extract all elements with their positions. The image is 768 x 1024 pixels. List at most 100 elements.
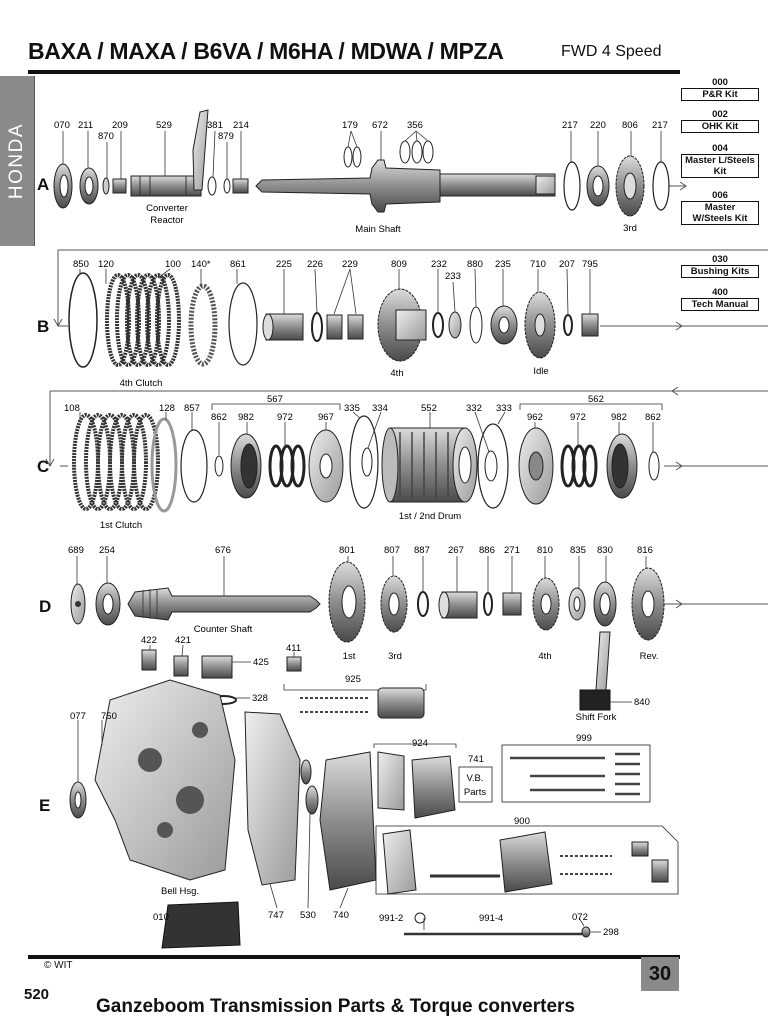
- side-tab: HONDA: [0, 76, 35, 246]
- part-number: 010: [153, 912, 169, 923]
- part-number: 972: [570, 412, 586, 423]
- part-number: 229: [342, 259, 358, 270]
- part-number: 225: [276, 259, 292, 270]
- part-number: 425: [253, 657, 269, 668]
- part-number: 209: [112, 120, 128, 131]
- row-c-part-numbers: 108 128 857 567 862 982 972 967 335 334 …: [64, 394, 661, 423]
- part-number: 806: [622, 120, 638, 131]
- part-number: 070: [54, 120, 70, 131]
- part-number: 925: [345, 674, 361, 685]
- row-label-a: A: [37, 175, 50, 194]
- part-number: 710: [530, 259, 546, 270]
- row-b-leaders: [79, 268, 591, 316]
- row-label-d: D: [39, 597, 52, 616]
- caption-parts: Parts: [464, 787, 486, 798]
- caption-drum: 1st / 2nd Drum: [399, 511, 461, 522]
- caption-counter-shaft: Counter Shaft: [194, 624, 253, 635]
- part-number: 879: [218, 131, 234, 142]
- part-number: 887: [414, 545, 430, 556]
- part-number: 562: [588, 394, 604, 405]
- part-number: 850: [73, 259, 89, 270]
- part-number: 807: [384, 545, 400, 556]
- part-number: 217: [562, 120, 578, 131]
- row-e-parts: [69, 631, 679, 949]
- row-e-part-numbers: 422 421 425 411 328 925 840 077 750 924 …: [70, 635, 650, 938]
- part-number: 140*: [191, 259, 211, 270]
- row-a-part-numbers: 070 211 870 209 529 381 879 214 179 672 …: [54, 120, 668, 142]
- row-a-leaders: [62, 130, 662, 179]
- part-number: 870: [98, 131, 114, 142]
- caption-4th: 4th: [390, 368, 403, 379]
- row-b-parts: [68, 272, 599, 368]
- part-number: 226: [307, 259, 323, 270]
- caption-reactor: Reactor: [150, 215, 183, 226]
- part-number: 740: [333, 910, 349, 921]
- part-number: 411: [286, 643, 301, 654]
- part-number: 972: [277, 412, 293, 423]
- part-number: 530: [300, 910, 316, 921]
- part-number: 421: [175, 635, 191, 646]
- caption-3rd: 3rd: [623, 223, 637, 234]
- part-number: 332: [466, 403, 482, 414]
- row-d-leaders: [76, 556, 647, 596]
- part-number: 924: [412, 738, 428, 749]
- part-number: 835: [570, 545, 586, 556]
- page-title: BAXA / MAXA / B6VA / M6HA / MDWA / MPZA: [28, 38, 504, 64]
- caption-1st: 1st: [343, 651, 356, 662]
- caption-4th-clutch: 4th Clutch: [120, 378, 163, 389]
- part-number: 741: [468, 754, 484, 765]
- part-number: 567: [267, 394, 283, 405]
- caption-4th-d: 4th: [538, 651, 551, 662]
- part-number: 999: [576, 733, 592, 744]
- caption-bell-housing: Bell Hsg.: [161, 886, 199, 897]
- row-label-e: E: [39, 796, 51, 815]
- part-number: 232: [431, 259, 447, 270]
- part-number: 422: [141, 635, 157, 646]
- part-number: 861: [230, 259, 246, 270]
- part-number: 298: [603, 927, 619, 938]
- part-number: 254: [99, 545, 115, 556]
- row-c-captions: 1st Clutch 1st / 2nd Drum: [100, 511, 461, 531]
- footer-company: Ganzeboom Transmission Parts & Torque co…: [96, 996, 575, 1017]
- part-number: 100: [165, 259, 181, 270]
- flow-lines: [45, 181, 768, 609]
- part-number: 334: [372, 403, 388, 414]
- row-d-captions: Counter Shaft 1st 3rd 4th Rev.: [194, 624, 659, 662]
- part-number: 672: [372, 120, 388, 131]
- part-number: 991-4: [479, 913, 503, 924]
- part-number: 857: [184, 403, 200, 414]
- part-number: 108: [64, 403, 80, 414]
- caption-vb: V.B.: [466, 773, 483, 784]
- caption-idle: Idle: [533, 366, 548, 377]
- part-number: 333: [496, 403, 512, 414]
- part-number: 217: [652, 120, 668, 131]
- part-number: 235: [495, 259, 511, 270]
- part-number: 816: [637, 545, 653, 556]
- row-a-captions: Converter Reactor Main Shaft 3rd: [146, 203, 637, 235]
- row-e-leaders: [77, 644, 632, 933]
- part-number: 982: [238, 412, 254, 423]
- caption-1st-clutch: 1st Clutch: [100, 520, 142, 531]
- part-number: 795: [582, 259, 598, 270]
- part-number: 211: [78, 120, 93, 131]
- footer-rule: [28, 955, 680, 959]
- part-number: 271: [504, 545, 520, 556]
- part-number: 886: [479, 545, 495, 556]
- part-number: 552: [421, 403, 437, 414]
- part-number: 809: [391, 259, 407, 270]
- part-number: 830: [597, 545, 613, 556]
- part-number: 982: [611, 412, 627, 423]
- part-number: 179: [342, 120, 358, 131]
- copyright: © WIT: [44, 960, 73, 971]
- row-c-leaders: [79, 403, 663, 455]
- part-number: 072: [572, 912, 588, 923]
- part-number: 962: [527, 412, 543, 423]
- part-number: 128: [159, 403, 175, 414]
- row-c-parts: [72, 413, 660, 513]
- row-label-b: B: [37, 317, 50, 336]
- part-number: 335: [344, 403, 360, 414]
